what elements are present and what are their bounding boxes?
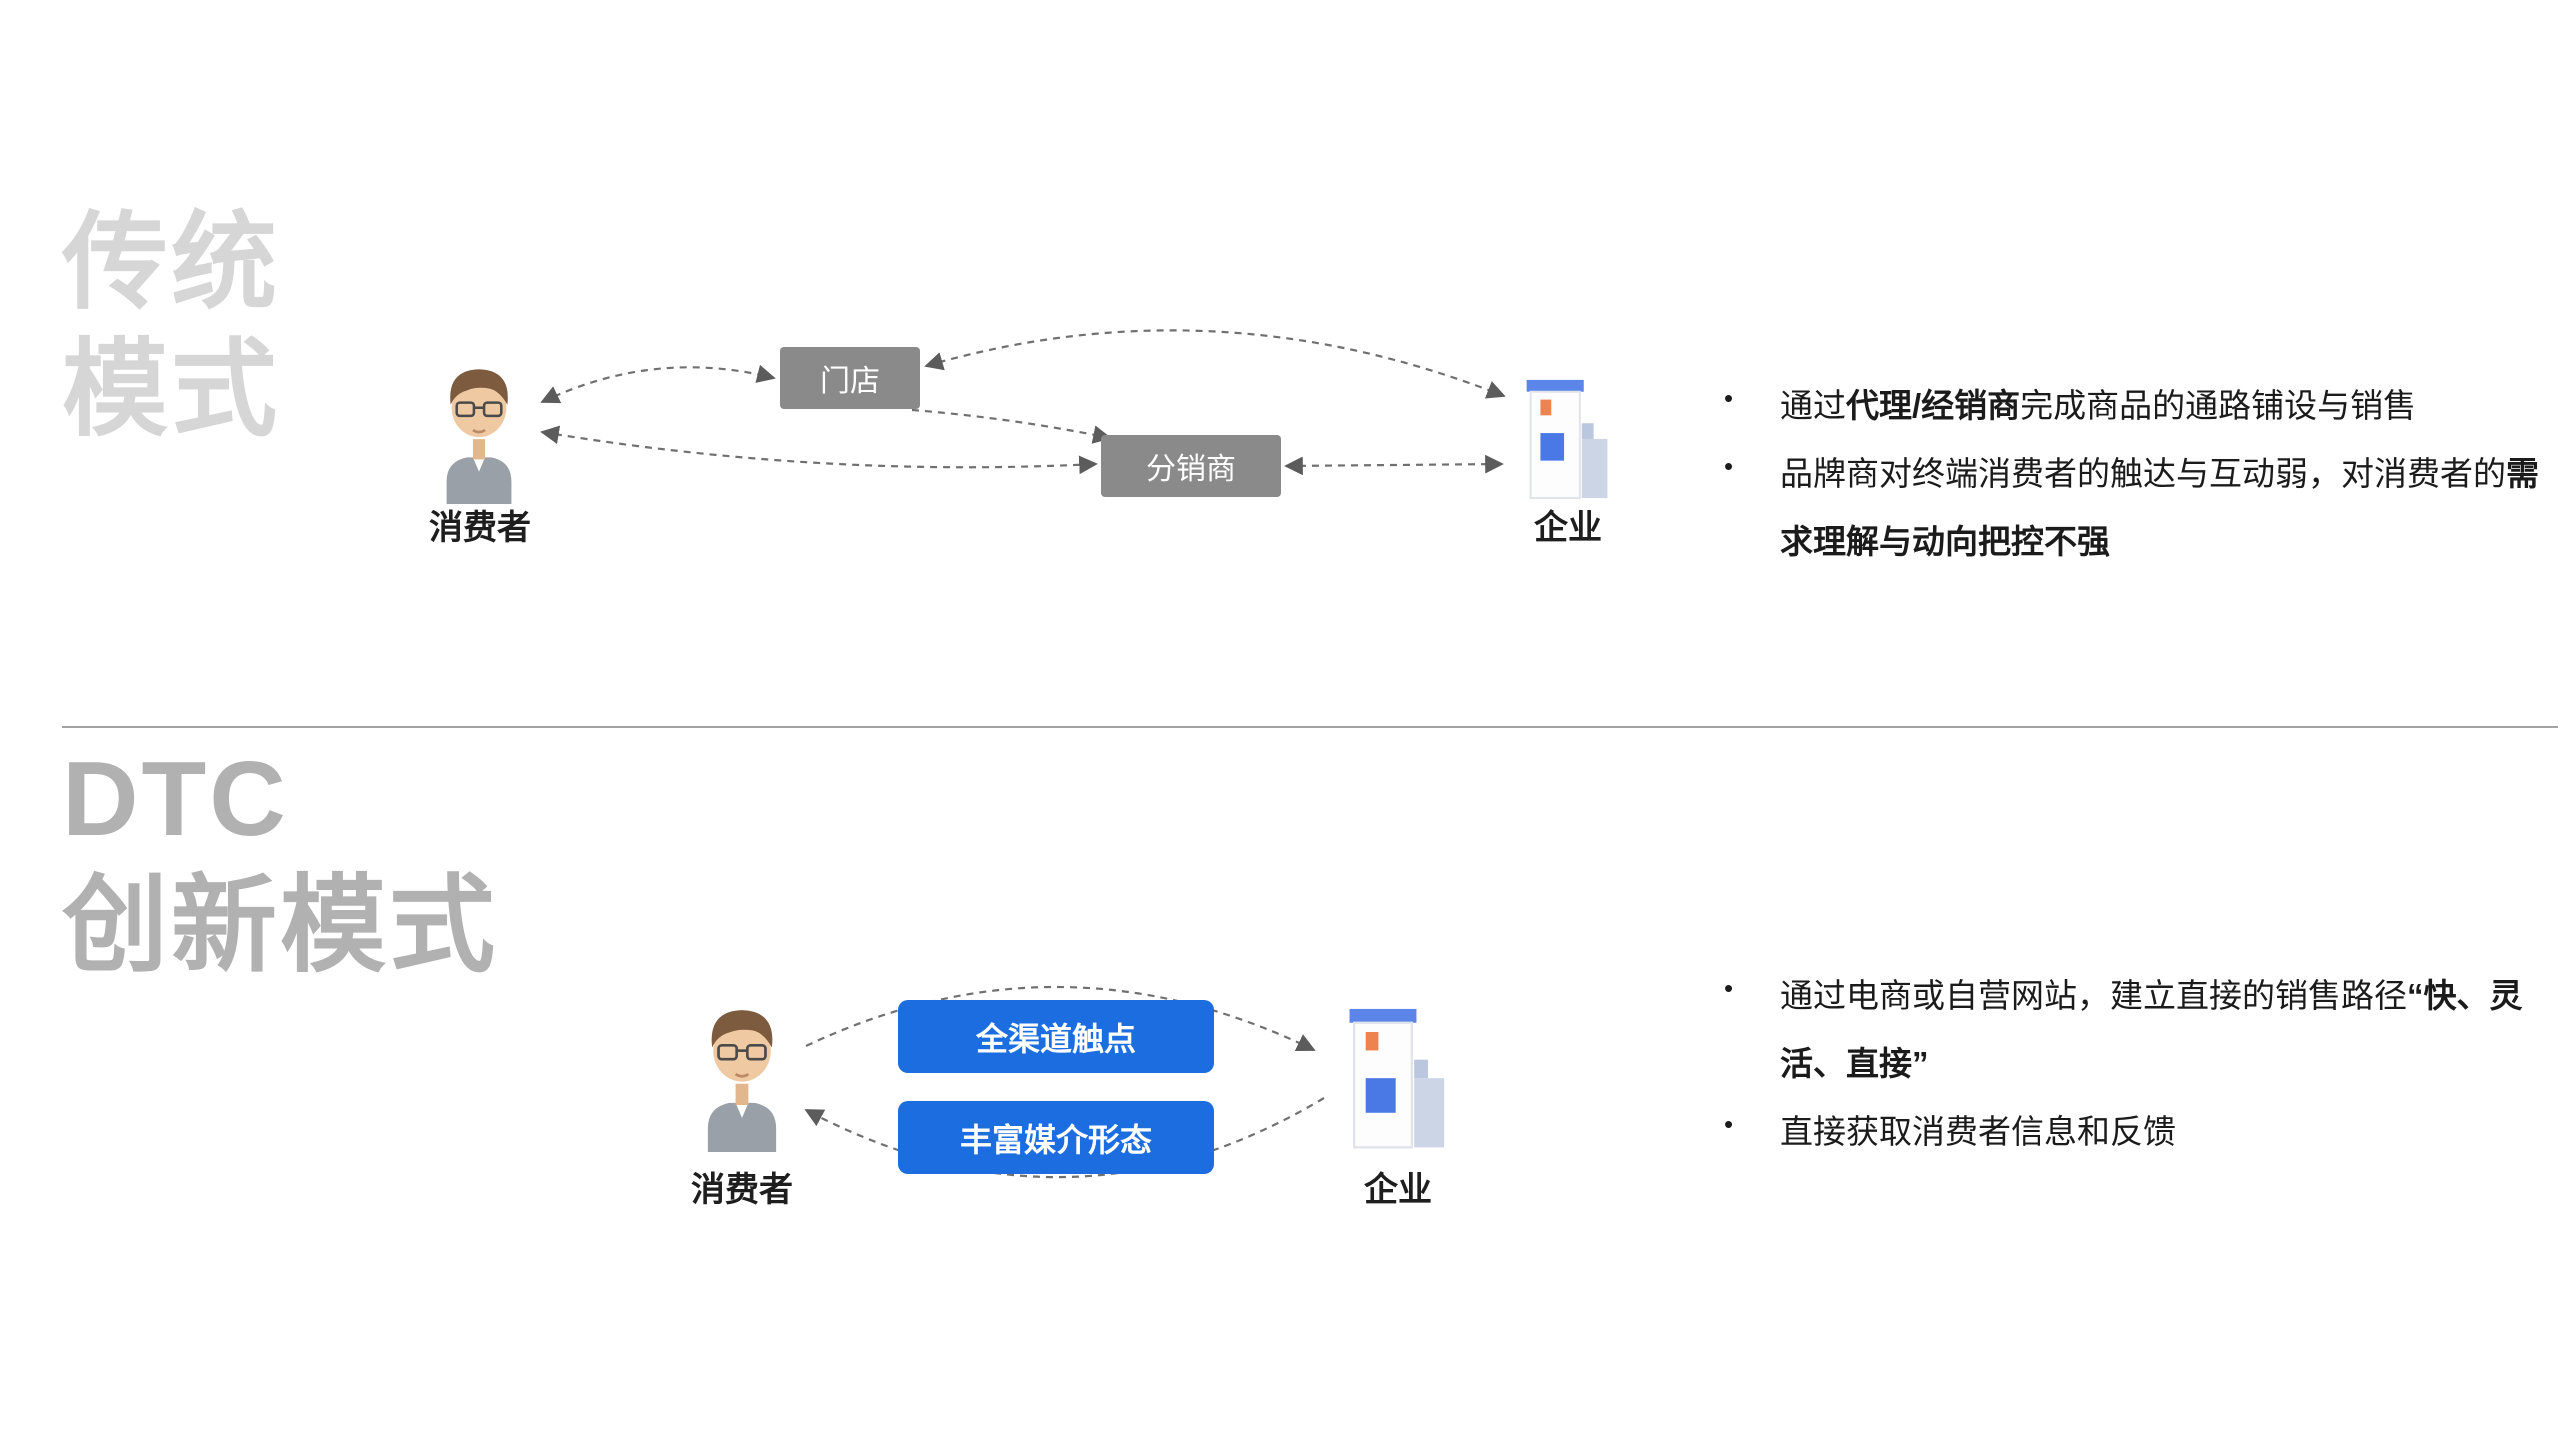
consumer-icon — [446, 369, 512, 504]
consumer-icon — [707, 1010, 777, 1152]
arrow-distributor-enterprise — [1284, 454, 1504, 476]
title-line: DTC — [62, 740, 289, 858]
distributor-node: 分销商 — [1101, 435, 1281, 497]
enterprise-icon — [1526, 379, 1608, 500]
enterprise-icon — [1349, 1008, 1445, 1149]
bullet-marker: • — [1724, 973, 1734, 1003]
arrow-consumer-distributor — [540, 425, 1098, 475]
consumer-label: 消费者 — [429, 509, 531, 547]
bullet-marker: • — [1724, 383, 1734, 413]
bullet-marker: • — [1724, 1108, 1734, 1139]
title-line: 传统 — [62, 204, 280, 322]
bullet-item: • 通过代理/经销商完成商品的通路铺设与销售 — [1724, 372, 2544, 440]
arrow-store-distributor — [911, 408, 1112, 444]
arrow-store-enterprise — [924, 329, 1506, 399]
bullet-text: 品牌商对终端消费者的触达与互动弱，对消费者的需求理解与动向把控不强 — [1780, 454, 2539, 560]
traditional-section-title: 传统 模式 — [62, 200, 280, 454]
bullet-item: • 品牌商对终端消费者的触达与互动弱，对消费者的需求理解与动向把控不强 — [1724, 440, 2544, 576]
bullet-marker: • — [1724, 450, 1734, 481]
bullet-item: • 直接获取消费者信息和反馈 — [1724, 1098, 2544, 1166]
enterprise-label: 企业 — [1364, 1171, 1432, 1209]
rich-media-pill: 丰富媒介形态 — [898, 1101, 1214, 1174]
bullet-text: 通过代理/经销商完成商品的通路铺设与销售 — [1780, 387, 2417, 424]
title-line: 创新模式 — [62, 867, 498, 986]
enterprise-label: 企业 — [1534, 509, 1602, 547]
section-divider — [62, 726, 2558, 728]
bullet-item: • 通过电商或自营网站，建立直接的销售路径“快、灵活、直接” — [1724, 962, 2544, 1098]
dtc-notes: • 通过电商或自营网站，建立直接的销售路径“快、灵活、直接” • 直接获取消费者… — [1724, 962, 2544, 1166]
arrow-consumer-store — [540, 364, 776, 404]
bullet-text: 直接获取消费者信息和反馈 — [1780, 1112, 2176, 1150]
consumer-label: 消费者 — [691, 1171, 793, 1209]
omnichannel-touchpoint-pill: 全渠道触点 — [898, 1000, 1214, 1073]
dtc-section-title: DTC 创新模式 — [62, 736, 498, 990]
store-node: 门店 — [780, 347, 920, 409]
bullet-text: 通过电商或自营网站，建立直接的销售路径“快、灵活、直接” — [1780, 977, 2523, 1082]
title-line: 模式 — [62, 331, 280, 450]
traditional-notes: • 通过代理/经销商完成商品的通路铺设与销售 • 品牌商对终端消费者的触达与互动… — [1724, 372, 2544, 576]
